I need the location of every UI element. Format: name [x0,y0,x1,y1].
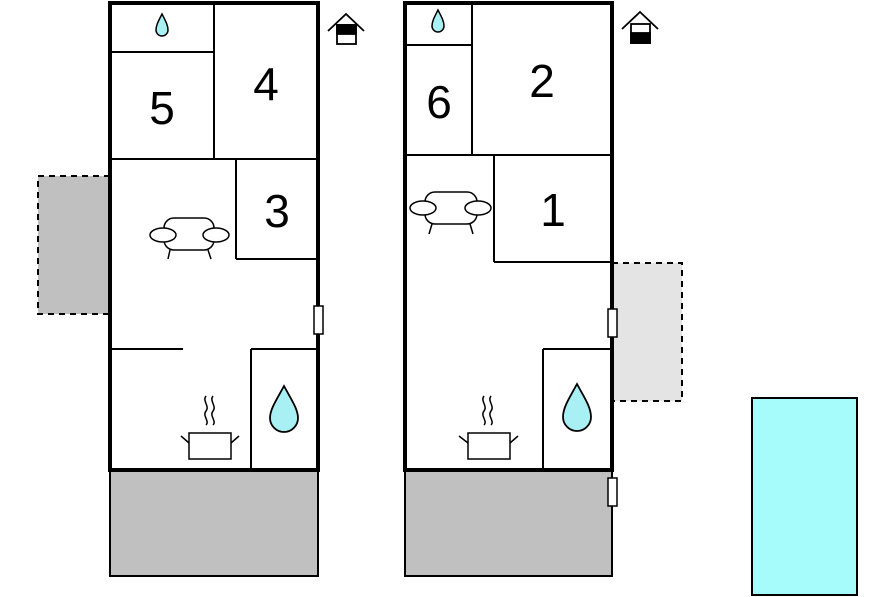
house-entrance-icon [327,12,365,45]
terrace-right-bottom [404,470,613,577]
terrace-left-bottom [109,470,319,577]
water-drop-icon [155,12,169,37]
unit-left: 5 4 3 [108,1,365,472]
door-icon [313,305,324,335]
sofa-icon [149,217,230,260]
terrace-left-side [37,175,110,315]
room-number-3: 3 [264,185,290,237]
unit-right: 6 2 1 [403,1,659,507]
room-number-4: 4 [253,58,279,110]
cooking-pot-icon [180,395,240,460]
room-number-2: 2 [529,55,555,107]
sofa-icon [409,191,492,235]
room-number-1: 1 [540,184,566,236]
door-icon [607,477,618,507]
terrace-right-side [611,262,683,402]
cooking-pot-icon [458,395,519,460]
house-entrance-icon [621,10,659,44]
water-drop-icon [562,382,592,432]
door-icon [607,308,618,338]
room-number-6: 6 [426,76,452,128]
room-number-5: 5 [149,82,175,134]
pool [751,397,858,596]
water-drop-icon [269,384,299,433]
water-drop-icon [431,8,445,33]
